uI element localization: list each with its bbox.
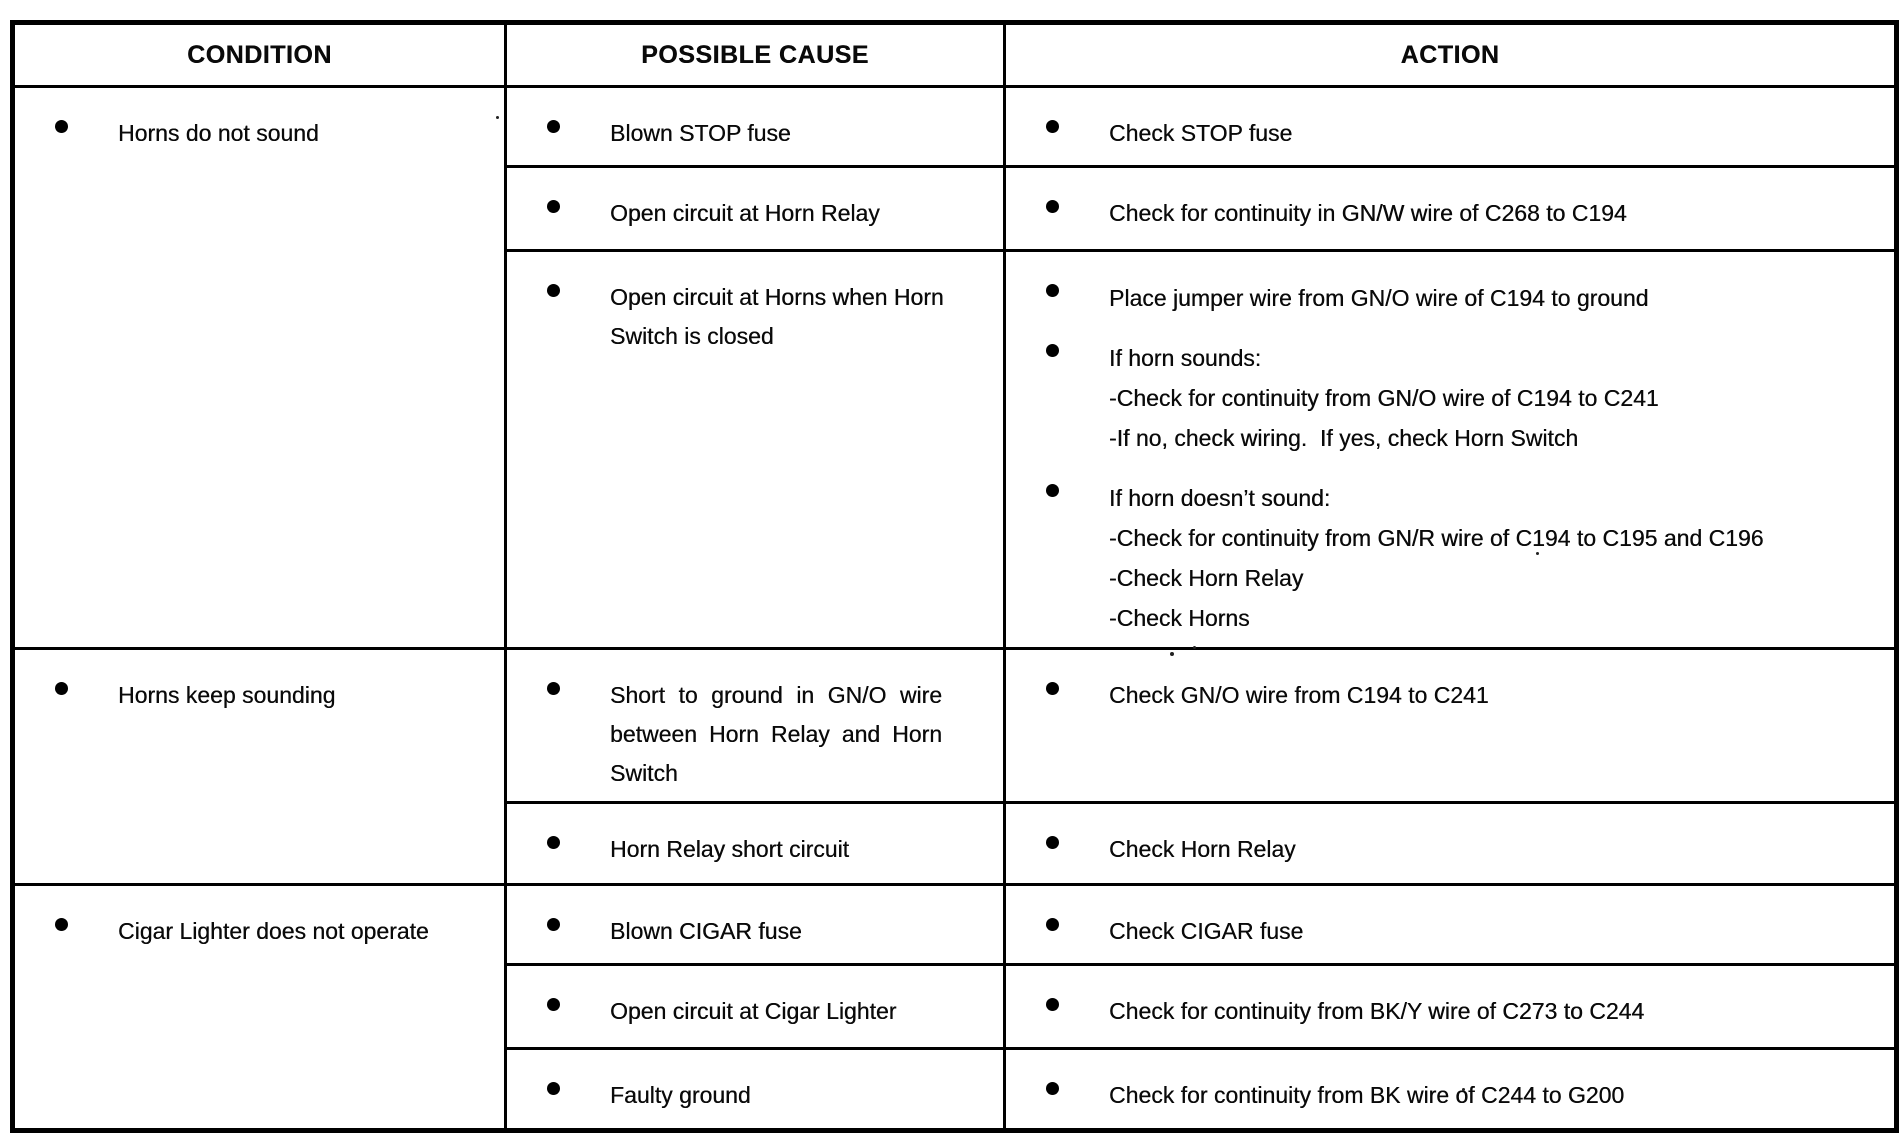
action-text: Check STOP fuse [1109, 120, 1293, 146]
cause-cell: Horn Relay short circuit [504, 801, 1006, 886]
action-cell: Check for continuity from BK wire of C24… [1003, 1047, 1898, 1132]
action-group: If horn sounds: -Check for continuity fr… [1006, 338, 1894, 458]
bullet-icon [1046, 1082, 1059, 1095]
condition-text: Horns do not sound [118, 120, 319, 146]
action-subtext: -Check Horns [1109, 605, 1250, 631]
cause-cell: Open circuit at Horns when Horn Switch i… [504, 249, 1006, 650]
action-cell: Check for continuity in GN/W wire of C26… [1003, 165, 1898, 252]
cause-cell: Open circuit at Cigar Lighter [504, 963, 1006, 1050]
bullet-icon [547, 1082, 560, 1095]
condition-cell: Horns keep sounding [11, 647, 507, 886]
cause-text: Faulty ground [610, 1082, 751, 1108]
scan-artifact-dot [1170, 652, 1174, 656]
table-row: Open circuit at Cigar Lighter Check for … [13, 963, 1898, 1050]
bullet-icon [547, 682, 560, 695]
bullet-icon [547, 120, 560, 133]
cause-text: Open circuit at Horn Relay [610, 200, 880, 226]
action-text: Place jumper wire from GN/O wire of C194… [1109, 285, 1649, 311]
table-row: Cigar Lighter does not operate Blown CIG… [11, 883, 1898, 1132]
action-text: Check CIGAR fuse [1109, 918, 1304, 944]
action-group: Place jumper wire from GN/O wire of C194… [1006, 278, 1894, 318]
condition-text: Cigar Lighter does not operate [118, 918, 429, 944]
bullet-icon [1046, 200, 1059, 213]
action-group: If horn doesn’t sound: -Check for contin… [1006, 478, 1894, 638]
action-cell: Check Horn Relay [1003, 801, 1898, 886]
bullet-icon [547, 998, 560, 1011]
action-text: Check GN/O wire from C194 to C241 [1109, 682, 1489, 708]
cause-text: Open circuit at Horns when Horn Switch i… [610, 284, 944, 349]
cause-cell: Blown CIGAR fuse [504, 883, 1006, 966]
bullet-icon [1046, 998, 1059, 1011]
cause-cell: Blown STOP fuse [504, 85, 1006, 168]
cause-cell: Short to ground in GN/O wire between Hor… [504, 647, 1006, 804]
cause-cell: Open circuit at Horn Relay [504, 165, 1006, 252]
bullet-icon [1046, 484, 1059, 497]
action-text: Check for continuity in GN/W wire of C26… [1109, 200, 1627, 226]
action-subtext: -Check for continuity from GN/R wire of … [1109, 525, 1764, 551]
column-header-action: ACTION [1003, 21, 1898, 88]
action-cell: Place jumper wire from GN/O wire of C194… [1003, 249, 1898, 650]
bullet-icon [547, 200, 560, 213]
table-row: Horn Relay short circuit Check Horn Rela… [13, 801, 1898, 886]
action-subtext: -Check Horn Relay [1109, 565, 1304, 591]
condition-text: Horns keep sounding [118, 682, 336, 708]
table-row: Open circuit at Horns when Horn Switch i… [13, 249, 1898, 650]
action-text: If horn sounds: [1109, 345, 1262, 371]
condition-cell: Cigar Lighter does not operate [11, 883, 507, 1132]
cause-text: Open circuit at Cigar Lighter [610, 998, 897, 1024]
table-row: Faulty ground Check for continuity from … [13, 1047, 1898, 1132]
scan-artifact-dot [1462, 1088, 1465, 1091]
action-cell: Check GN/O wire from C194 to C241 [1003, 647, 1898, 804]
action-text: If horn doesn’t sound: [1109, 485, 1331, 511]
bullet-icon [547, 836, 560, 849]
troubleshooting-table: CONDITION POSSIBLE CAUSE ACTION Horns do… [10, 20, 1899, 1133]
scan-artifact-dot [1193, 646, 1196, 649]
action-cell: Check STOP fuse [1003, 85, 1898, 168]
bullet-icon [55, 918, 68, 931]
scan-artifact-dot [1536, 552, 1539, 555]
table-row: Open circuit at Horn Relay Check for con… [13, 165, 1898, 252]
bullet-icon [1046, 284, 1059, 297]
cause-text: Blown CIGAR fuse [610, 918, 802, 944]
action-cell: Check CIGAR fuse [1003, 883, 1898, 966]
cause-text: Blown STOP fuse [610, 120, 791, 146]
action-cell: Check for continuity from BK/Y wire of C… [1003, 963, 1898, 1050]
bullet-icon [1046, 344, 1059, 357]
column-header-possible-cause: POSSIBLE CAUSE [504, 21, 1006, 88]
action-subtext: -Check for continuity from GN/O wire of … [1109, 385, 1659, 411]
bullet-icon [55, 120, 68, 133]
bullet-icon [1046, 682, 1059, 695]
bullet-icon [1046, 836, 1059, 849]
cause-text: Horn Relay short circuit [610, 836, 850, 862]
action-text: Check Horn Relay [1109, 836, 1296, 862]
bullet-icon [1046, 120, 1059, 133]
bullet-icon [547, 918, 560, 931]
table-row: Horns do not sound Blown STOP fuse Check… [11, 85, 1898, 650]
table-row: Horns keep sounding Short to ground in G… [11, 647, 1898, 886]
cause-text: Short to ground in GN/O wire between Hor… [610, 682, 942, 786]
bullet-icon [1046, 918, 1059, 931]
scan-artifact-dot [496, 116, 499, 119]
cause-cell: Faulty ground [504, 1047, 1006, 1132]
bullet-icon [55, 682, 68, 695]
table-header-row: CONDITION POSSIBLE CAUSE ACTION [11, 21, 1898, 88]
action-text: Check for continuity from BK wire of C24… [1109, 1082, 1625, 1108]
column-header-condition: CONDITION [11, 21, 507, 88]
bullet-icon [547, 284, 560, 297]
condition-cell: Horns do not sound [11, 85, 507, 650]
action-subtext: -If no, check wiring. If yes, check Horn… [1109, 425, 1579, 451]
action-text: Check for continuity from BK/Y wire of C… [1109, 998, 1645, 1024]
